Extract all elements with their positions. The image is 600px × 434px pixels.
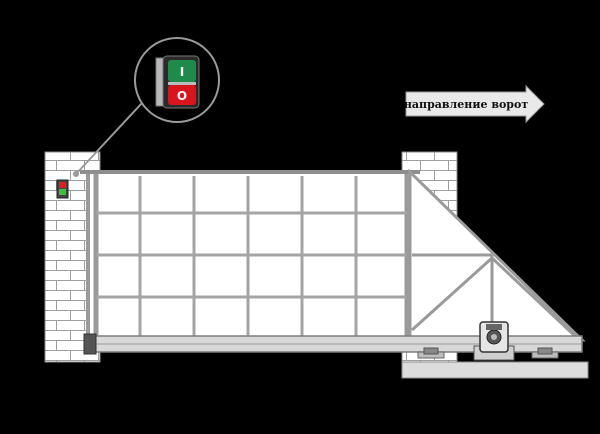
gate-end-stop	[83, 333, 97, 355]
foundation-slab	[401, 361, 589, 379]
signal-lamp-green	[59, 189, 66, 195]
stop-button	[168, 85, 196, 105]
signal-lamp-red	[59, 182, 66, 188]
direction-label: направление ворот	[404, 98, 528, 111]
counterweight-frame	[408, 168, 586, 342]
roller-carriage-right	[531, 347, 559, 359]
stop-button-symbol: O	[177, 89, 187, 103]
gate-leaf	[80, 170, 420, 340]
direction-arrow: направление ворот	[404, 84, 545, 124]
signal-lamp	[56, 179, 69, 199]
push-button-callout: I O	[134, 37, 220, 123]
roller-carriage-left	[417, 347, 445, 359]
start-button-symbol: I	[180, 65, 184, 79]
callout-line	[75, 102, 143, 175]
drive-motor	[473, 321, 515, 361]
start-button	[168, 60, 196, 82]
